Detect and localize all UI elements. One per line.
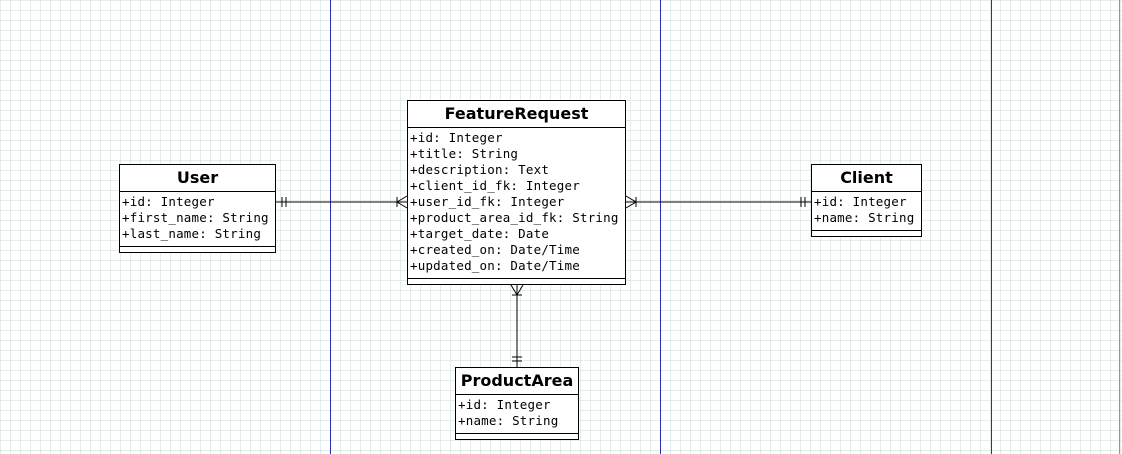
page-break-line (991, 0, 992, 454)
attribute-row: +name: String (814, 210, 915, 225)
entity-footer (120, 246, 275, 252)
attribute-row: +created_on: Date/Time (410, 242, 580, 257)
attribute-row: +id: Integer (122, 194, 215, 209)
entity-feature-request[interactable]: FeatureRequest +id: Integer +title: Stri… (407, 100, 626, 285)
attribute-row: +id: Integer (458, 397, 551, 412)
attribute-list: +id: Integer +name: String (812, 192, 921, 228)
page-break-line (660, 0, 661, 454)
attribute-row: +updated_on: Date/Time (410, 258, 580, 273)
entity-title: User (120, 165, 275, 192)
attribute-row: +client_id_fk: Integer (410, 178, 580, 193)
attribute-row: +last_name: String (122, 226, 262, 241)
attribute-row: +name: String (458, 413, 559, 428)
attribute-row: +product_area_id_fk: String (410, 210, 619, 225)
entity-user[interactable]: User +id: Integer +first_name: String +l… (119, 164, 276, 253)
attribute-row: +user_id_fk: Integer (410, 194, 565, 209)
attribute-row: +description: Text (410, 162, 550, 177)
page-edge-line (1119, 0, 1120, 454)
attribute-row: +id: Integer (410, 130, 503, 145)
attribute-row: +first_name: String (122, 210, 269, 225)
entity-footer (408, 278, 625, 284)
entity-footer (812, 230, 921, 236)
entity-title: ProductArea (456, 368, 578, 395)
entity-title: FeatureRequest (408, 101, 625, 128)
entity-title: Client (812, 165, 921, 192)
attribute-row: +target_date: Date (410, 226, 550, 241)
attribute-row: +title: String (410, 146, 519, 161)
attribute-list: +id: Integer +first_name: String +last_n… (120, 192, 275, 244)
entity-product-area[interactable]: ProductArea +id: Integer +name: String (455, 367, 579, 440)
attribute-list: +id: Integer +title: String +description… (408, 128, 625, 276)
entity-client[interactable]: Client +id: Integer +name: String (811, 164, 922, 237)
attribute-row: +id: Integer (814, 194, 907, 209)
entity-footer (456, 433, 578, 439)
page-break-line (330, 0, 331, 454)
attribute-list: +id: Integer +name: String (456, 395, 578, 431)
